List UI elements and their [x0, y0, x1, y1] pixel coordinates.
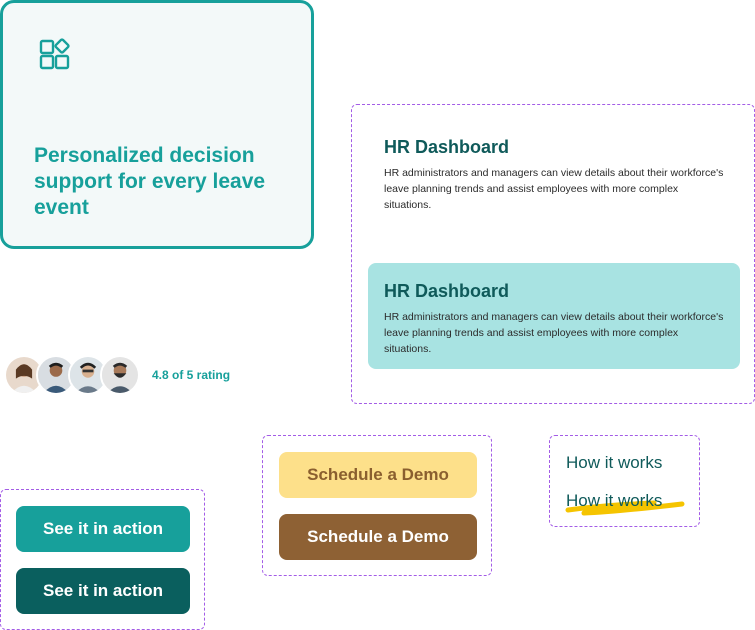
see-it-in-action-button[interactable]: See it in action: [16, 506, 190, 552]
see-it-in-action-button-hover[interactable]: See it in action: [16, 568, 190, 614]
hr-card-description: HR administrators and managers can view …: [384, 167, 724, 211]
hr-dashboard-card-active[interactable]: HR Dashboard HR administrators and manag…: [368, 263, 740, 369]
how-it-works-group: How it works How it works: [549, 435, 700, 527]
schedule-demo-button[interactable]: Schedule a Demo: [279, 452, 477, 498]
feature-card: Personalized decision support for every …: [0, 0, 314, 249]
schedule-demo-group: Schedule a Demo Schedule a Demo: [262, 435, 492, 576]
hr-dashboard-group: HR Dashboard HR administrators and manag…: [351, 104, 755, 404]
feature-title: Personalized decision support for every …: [34, 144, 266, 219]
rating-text: 4.8 of 5 rating: [152, 368, 231, 382]
how-it-works-link[interactable]: How it works: [566, 453, 663, 472]
schedule-demo-button-hover[interactable]: Schedule a Demo: [279, 514, 477, 560]
see-it-in-action-group: See it in action See it in action: [0, 489, 205, 630]
how-it-works-link-hover[interactable]: How it works: [566, 491, 663, 510]
widgets-icon: [39, 38, 70, 70]
rating-block: 4.8 of 5 rating: [4, 353, 230, 397]
hr-card-title: HR Dashboard: [384, 137, 510, 157]
hr-card-title: HR Dashboard: [384, 281, 510, 301]
hr-card-description: HR administrators and managers can view …: [384, 311, 724, 355]
hr-dashboard-card[interactable]: HR Dashboard HR administrators and manag…: [368, 119, 740, 225]
avatar: [100, 355, 140, 395]
